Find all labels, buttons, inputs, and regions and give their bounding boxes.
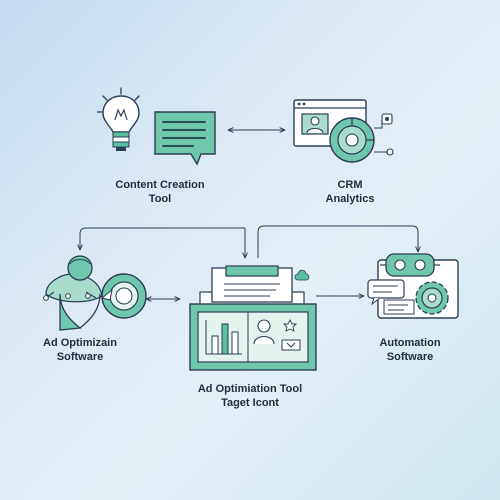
node-label-ad-optimization-software: Ad Optimizain Software	[30, 336, 130, 364]
browser-analytics-icon	[293, 99, 394, 163]
crm-analytics-line1: CRM	[337, 179, 363, 191]
arrow-top-right-branch	[257, 225, 418, 258]
ad-optimization-tool-line1: Ad Optimiation Tool	[197, 383, 303, 395]
lightbulb-chat-icon	[97, 87, 216, 166]
node-label-crm-analytics: CRM Analytics	[300, 178, 400, 206]
automation-software-line1: Automation	[379, 337, 441, 349]
ad-optimization-software-line2: Software	[56, 351, 104, 363]
ad-optimization-software-line1: Ad Optimizain	[43, 337, 117, 349]
person-target-icon	[43, 255, 147, 331]
ad-optimization-tool-line2: Taget Icont	[221, 397, 279, 409]
content-creation-line1: Content Creation	[115, 179, 205, 191]
automation-software-line2: Software	[386, 351, 434, 363]
crm-analytics-line2: Analytics	[325, 193, 375, 205]
node-label-content-creation: Content Creation Tool	[100, 178, 220, 206]
node-label-ad-optimization-tool: Ad Optimiation Tool Taget Icont	[180, 382, 320, 410]
arrow-top-left-branch	[80, 227, 245, 250]
content-creation-line2: Tool	[148, 193, 172, 205]
dashboard-monitor-icon	[189, 265, 317, 371]
robot-gear-icon	[367, 253, 459, 319]
node-label-automation-software: Automation Software	[360, 336, 460, 364]
